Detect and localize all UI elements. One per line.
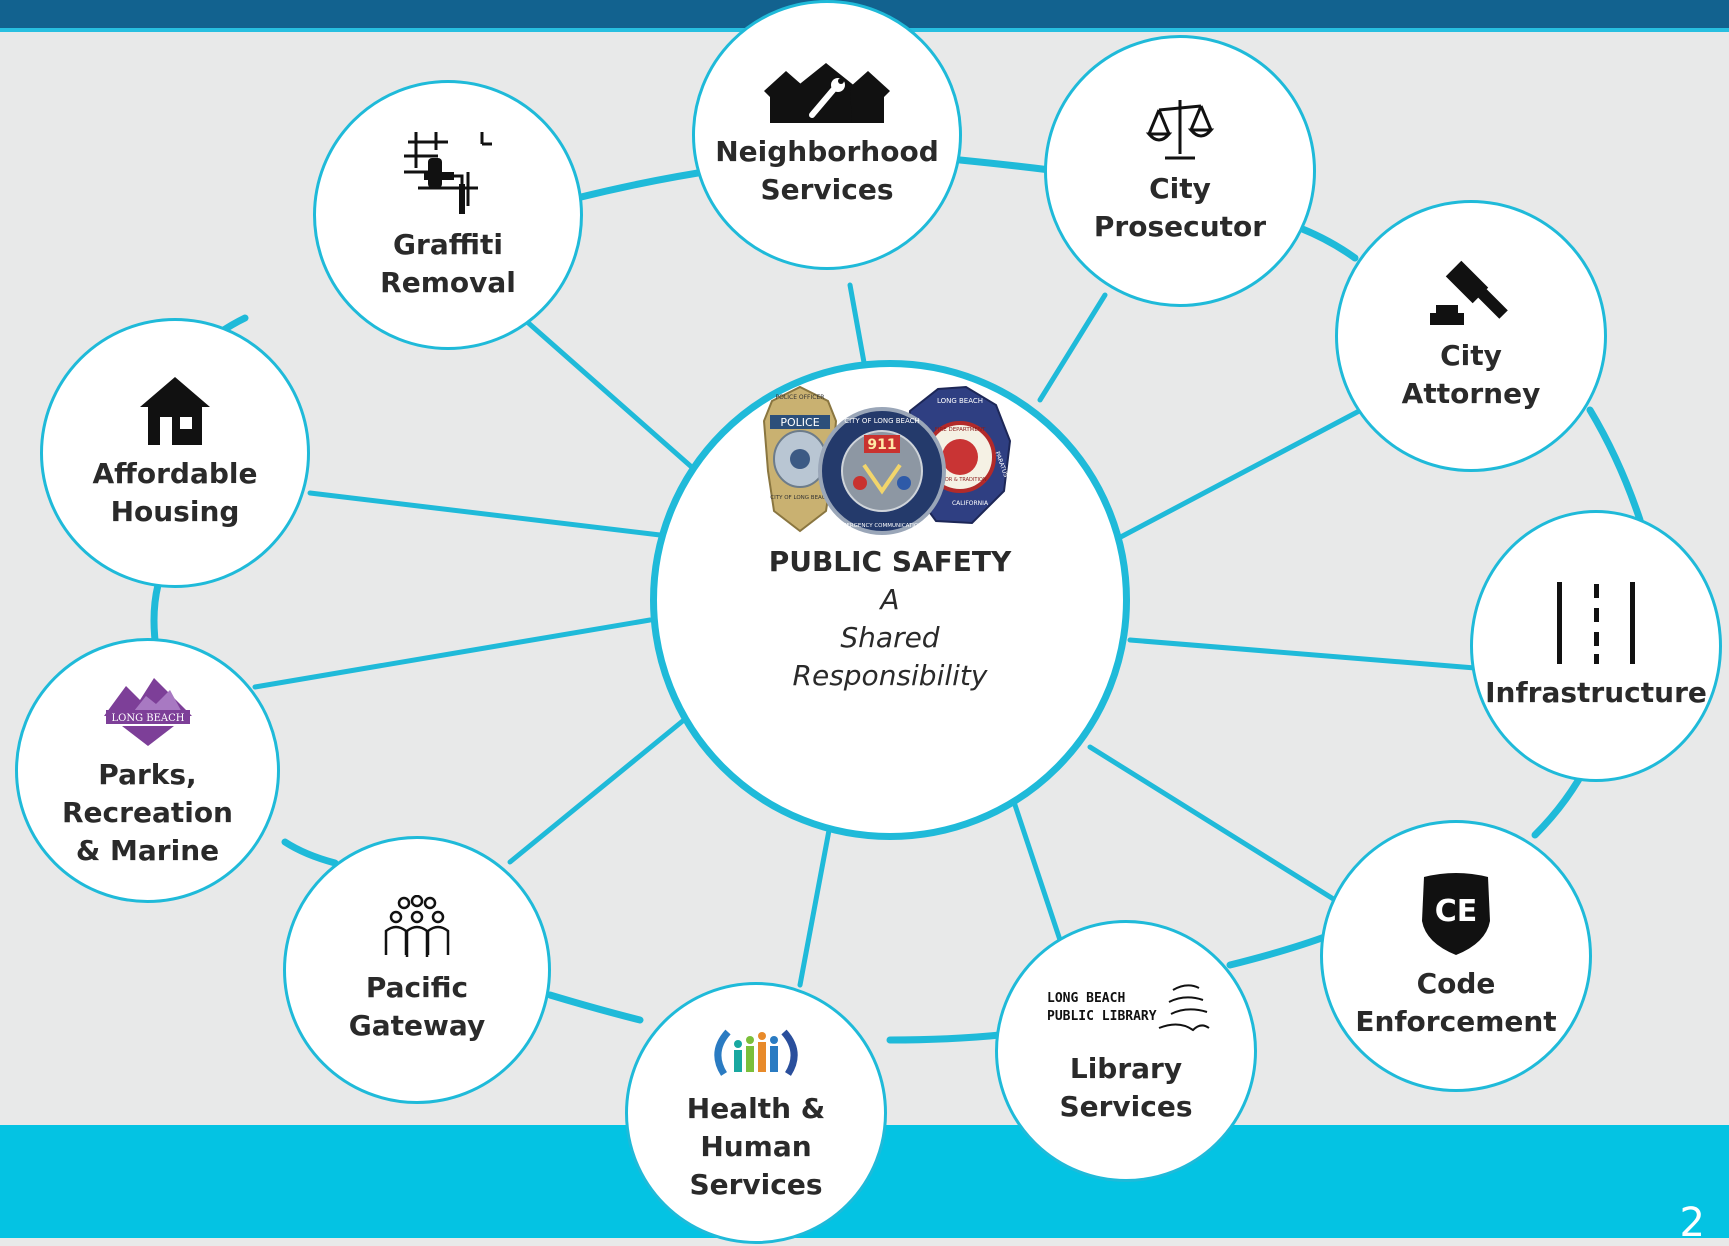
slide-number: 2 [1679, 1200, 1705, 1246]
badge-ce-icon: CE [1422, 873, 1490, 955]
node-label: Neighborhood Services [715, 135, 939, 206]
spoke-infrastructure [1127, 637, 1478, 671]
spoke-pacific [507, 712, 693, 865]
house-wrench-icon [764, 63, 890, 123]
svg-text:POLICE OFFICER: POLICE OFFICER [776, 394, 825, 401]
outer-ring [150, 156, 1644, 1044]
emergency-communications-seal-icon: 911 CITY OF LONG BEACH EMERGENCY COMMUNI… [818, 407, 946, 535]
svg-text:PUBLIC LIBRARY: PUBLIC LIBRARY [1047, 1009, 1157, 1024]
spoke-housing [307, 490, 663, 538]
gavel-icon [1430, 260, 1508, 325]
public-safety-badges-icon: POLICE POLICE OFFICER CITY OF LONG BEACH… [762, 385, 1012, 535]
svg-text:LONG BEACH: LONG BEACH [1047, 991, 1125, 1006]
spoke-health [797, 822, 833, 988]
parks-logo-icon: LONG BEACH [103, 677, 192, 746]
spoke-attorney [1112, 397, 1383, 543]
node-code-enforcement[interactable]: CE Code Enforcement [1320, 820, 1592, 1092]
people-bars-icon [714, 1029, 798, 1076]
paint-roller-icon [404, 132, 492, 214]
svg-text:LONG BEACH: LONG BEACH [937, 397, 983, 405]
spoke-prosecutor [1037, 292, 1108, 403]
node-label: Health & Human Services [686, 1092, 826, 1201]
library-logo-icon: LONG BEACH PUBLIC LIBRARY [1047, 984, 1210, 1032]
road-lanes-icon [1557, 582, 1635, 664]
svg-text:CALIFORNIA: CALIFORNIA [952, 500, 989, 507]
people-group-icon [384, 895, 450, 957]
spoke-library [1007, 787, 1068, 958]
node-label: Affordable Housing [92, 457, 258, 528]
svg-text:911: 911 [867, 437, 896, 453]
node-infrastructure[interactable]: Infrastructure [1470, 510, 1722, 782]
spoke-graffiti [522, 317, 698, 473]
node-affordable-housing[interactable]: Affordable Housing [40, 318, 310, 588]
center-hub[interactable]: POLICE POLICE OFFICER CITY OF LONG BEACH… [650, 360, 1130, 840]
node-library-services[interactable]: LONG BEACH PUBLIC LIBRARY Library Servic… [995, 920, 1257, 1182]
spoke-parks [252, 617, 653, 690]
svg-text:CITY OF LONG BEACH: CITY OF LONG BEACH [844, 417, 920, 425]
node-graffiti-removal[interactable]: Graffiti Removal [313, 80, 583, 350]
svg-text:HONOR & TRADITION: HONOR & TRADITION [933, 477, 986, 483]
spoke-code [1087, 744, 1338, 903]
node-label: Parks, Recreation & Marine [62, 757, 233, 867]
svg-text:CITY OF LONG BEACH: CITY OF LONG BEACH [770, 495, 829, 501]
node-label: Graffiti Removal [380, 228, 516, 299]
house-icon [140, 377, 210, 445]
node-neighborhood-services[interactable]: Neighborhood Services [692, 0, 962, 270]
parks-logo-text: LONG BEACH [111, 713, 184, 724]
node-label: Infrastructure [1485, 676, 1707, 709]
police-badge-band: POLICE [780, 416, 819, 429]
node-label: City Prosecutor [1093, 172, 1267, 243]
node-label: Library Services [1059, 1052, 1193, 1123]
center-title: PUBLIC SAFETY [768, 545, 1012, 578]
ce-badge-text: CE [1435, 894, 1478, 929]
node-label: Pacific Gateway [348, 971, 486, 1042]
node-pacific-gateway[interactable]: Pacific Gateway [283, 836, 551, 1104]
node-health-human-services[interactable]: Health & Human Services [625, 982, 887, 1244]
node-parks-recreation-marine[interactable]: LONG BEACH Parks, Recreation & Marine [15, 638, 280, 903]
node-label: City Attorney [1401, 339, 1541, 410]
scales-icon [1145, 100, 1215, 160]
node-city-attorney[interactable]: City Attorney [1335, 200, 1607, 472]
police-badge-icon: POLICE POLICE OFFICER CITY OF LONG BEACH [762, 385, 838, 533]
node-label: Code Enforcement [1355, 967, 1557, 1038]
spoke-neighborhood [847, 282, 868, 371]
node-city-prosecutor[interactable]: City Prosecutor [1044, 35, 1316, 307]
svg-text:FIRE DEPARTMENT: FIRE DEPARTMENT [935, 427, 986, 433]
svg-text:EMERGENCY COMMUNICATIONS: EMERGENCY COMMUNICATIONS [838, 523, 926, 529]
center-subtitle: A Shared Responsibility [792, 583, 988, 692]
